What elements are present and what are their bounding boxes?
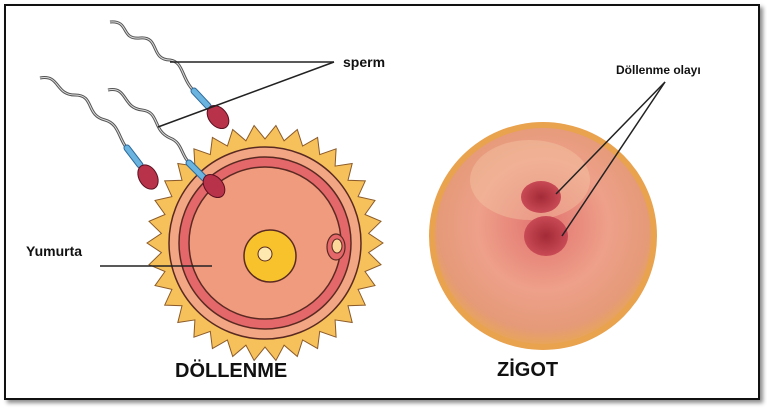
leader-lines-right [555, 81, 666, 237]
sperm-1 [109, 20, 230, 130]
egg-cell [146, 124, 384, 362]
female-pronucleus [524, 216, 568, 256]
right-title: ZİGOT [497, 358, 558, 381]
sperm-cells [39, 20, 230, 199]
nucleolus [257, 246, 273, 262]
sperm-label: sperm [343, 54, 385, 70]
zygote [429, 122, 657, 350]
left-title: DÖLLENME [175, 359, 287, 382]
fertilization-event-label: Döllenme olayı [616, 63, 701, 77]
leader-lines-left [100, 61, 335, 267]
sperm-3 [107, 88, 226, 199]
sperm-2 [39, 76, 159, 190]
male-pronucleus [521, 181, 561, 213]
egg-label: Yumurta [26, 243, 82, 259]
polar-body [331, 238, 343, 254]
